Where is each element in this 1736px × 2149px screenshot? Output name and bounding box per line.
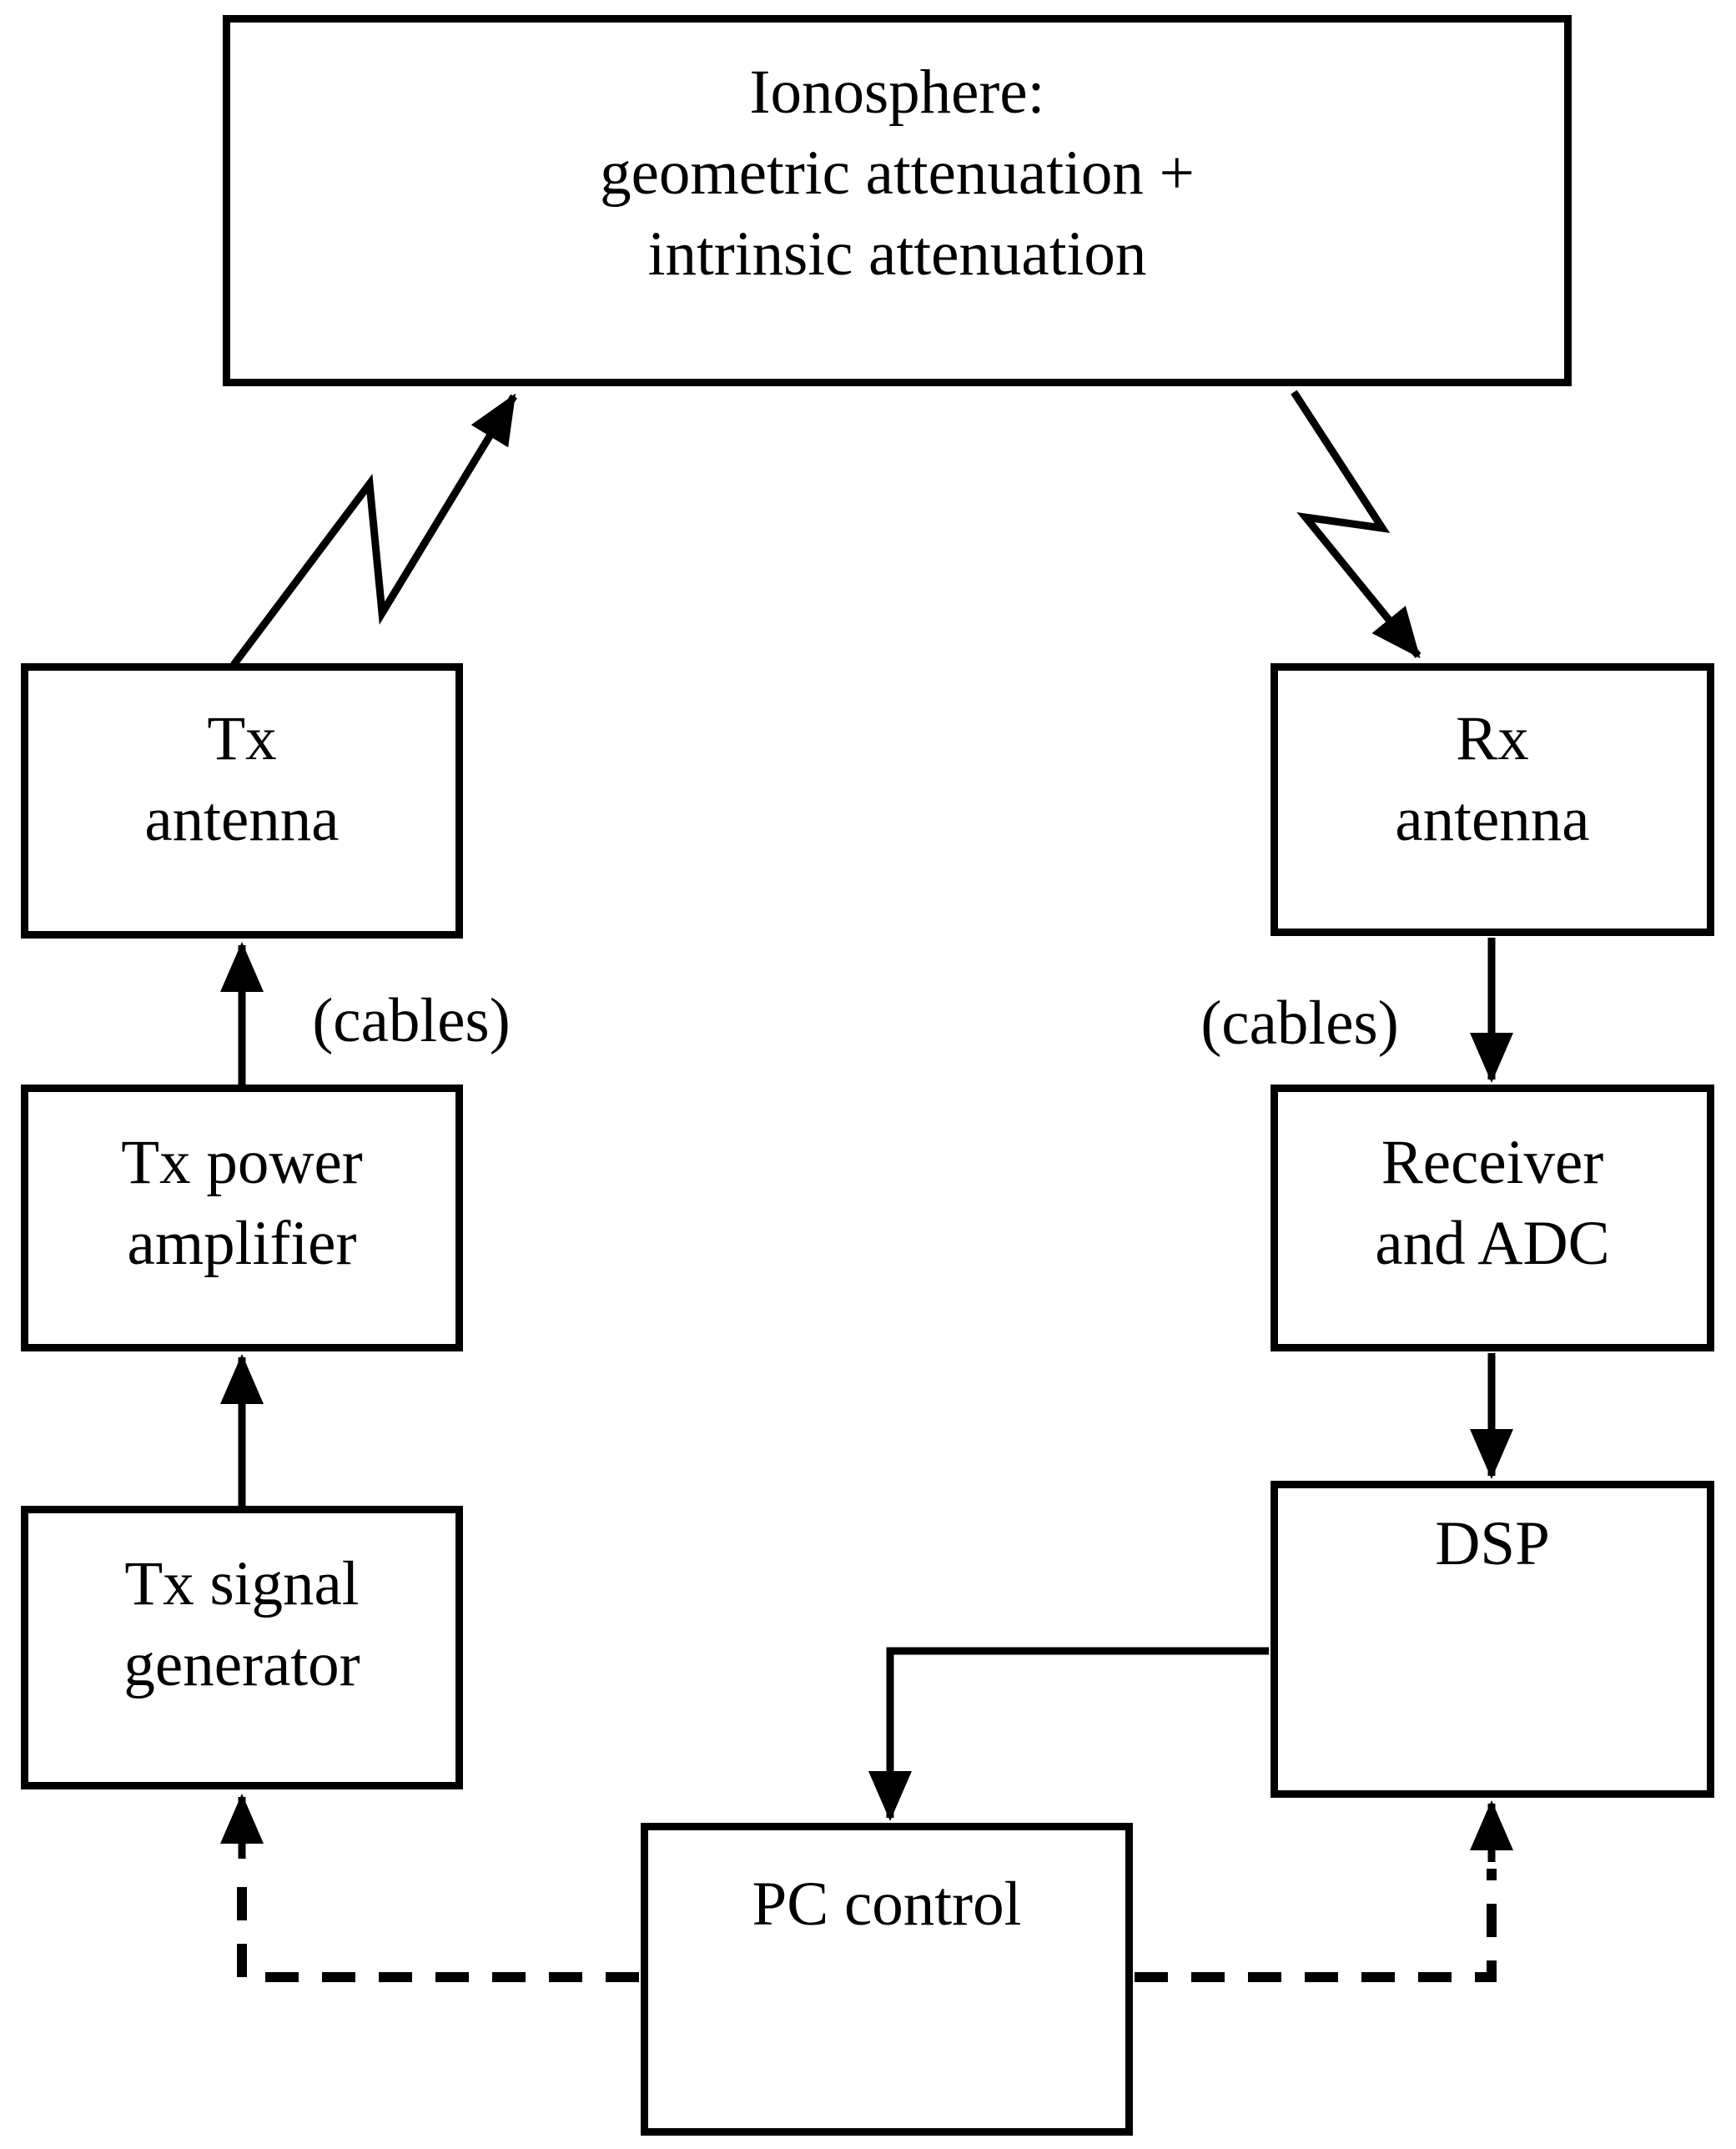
dsp-label-line1: DSP	[1435, 1509, 1550, 1578]
cables-left-label: (cables)	[312, 986, 511, 1055]
pc-control-box: PC control	[641, 1823, 1133, 2136]
rx-antenna-box: Rx antenna	[1271, 663, 1714, 936]
pc-control-label-line1: PC control	[752, 1870, 1022, 1939]
tx-antenna-box: Tx antenna	[21, 663, 463, 939]
ionosphere-box: Ionosphere: geometric attenuation + intr…	[223, 15, 1572, 386]
tx-power-label-line1: Tx power	[121, 1128, 363, 1197]
dsp-box: DSP	[1271, 1481, 1714, 1798]
ionosphere-label-line1: Ionosphere:	[749, 58, 1045, 127]
receiver-and-adc-box: Receiver and ADC	[1271, 1085, 1714, 1351]
tx-antenna-label-line1: Tx	[207, 704, 277, 773]
tx-signal-label-line1: Tx signal	[124, 1549, 360, 1618]
tx-power-label-line2: amplifier	[127, 1209, 357, 1278]
dashed-link-pc-to-txsignal	[237, 1887, 639, 1982]
rx-antenna-label-line1: Rx	[1456, 704, 1529, 773]
cables-right-label: (cables)	[1200, 989, 1399, 1058]
tx-signal-label-line2: generator	[123, 1630, 360, 1699]
arrow-dsp-to-pc	[868, 1647, 1269, 1821]
receiver-label-line2: and ADC	[1375, 1209, 1610, 1278]
tx-antenna-label-line2: antenna	[144, 785, 340, 854]
receiver-label-line1: Receiver	[1381, 1128, 1604, 1197]
ionosphere-label-line2: geometric attenuation +	[600, 138, 1195, 208]
ionosphere-label-line3: intrinsic attenuation	[647, 219, 1147, 289]
dashed-link-pc-to-dsp	[1135, 1869, 1497, 1982]
lightning-arrow-ionosphere-to-rx-icon	[1291, 390, 1422, 659]
tx-signal-generator-box: Tx signal generator	[21, 1506, 463, 1789]
lightning-arrow-tx-to-ionosphere-icon	[230, 393, 517, 667]
rx-antenna-label-line2: antenna	[1395, 785, 1590, 854]
tx-power-amplifier-box: Tx power amplifier	[21, 1085, 463, 1351]
